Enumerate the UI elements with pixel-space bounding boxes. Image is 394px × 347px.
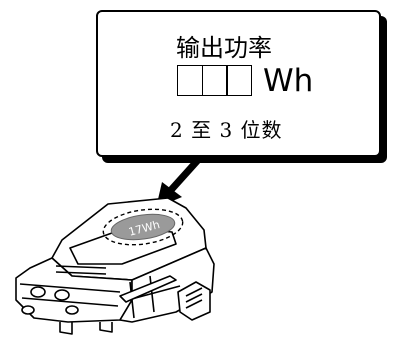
digit-box bbox=[201, 65, 228, 96]
callout-title: 输出功率 bbox=[176, 34, 272, 62]
power-label-ellipse bbox=[110, 213, 176, 241]
unit-label: Wh bbox=[263, 63, 314, 99]
highlight-ellipse bbox=[102, 208, 184, 246]
callout-box: 输出功率 Wh 2 至 3 位数 bbox=[96, 10, 381, 157]
digit-boxes bbox=[177, 65, 252, 96]
digit-box bbox=[177, 65, 203, 96]
digits-note: 2 至 3 位数 bbox=[170, 118, 283, 142]
digit-box bbox=[226, 65, 252, 96]
